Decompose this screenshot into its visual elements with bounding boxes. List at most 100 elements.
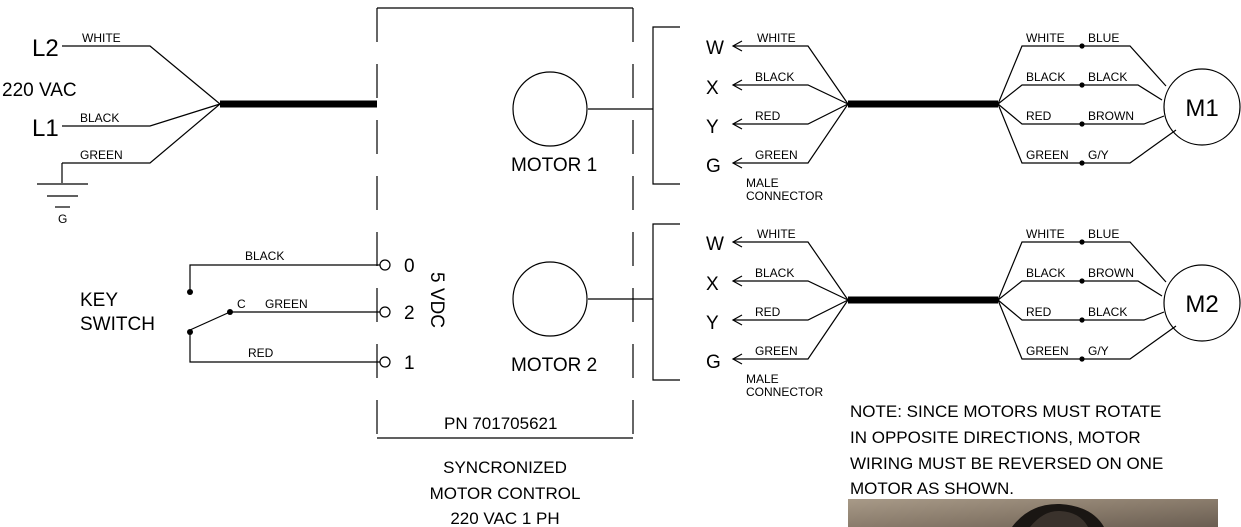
supply-wire-black	[62, 103, 221, 127]
connector2-pin-y: Y	[706, 313, 719, 334]
controller-caption-line1: SYNCRONIZED	[443, 458, 567, 477]
m1-cable-color-2: BLACK	[1026, 70, 1065, 84]
photo-motor-detail	[1030, 510, 1088, 527]
connector1-wire-green-label: GREEN	[755, 148, 798, 162]
m1-wire-black	[997, 84, 1082, 105]
m1-lead-gy	[1082, 129, 1177, 164]
m1-motor-circle	[1163, 68, 1241, 146]
m1-cable-color-4: GREEN	[1026, 148, 1069, 162]
motor2-output-circle	[512, 261, 588, 337]
connector1-wire-white	[733, 45, 849, 105]
key-switch-contact-lower	[187, 329, 193, 335]
m1-lead-blue	[1082, 45, 1167, 87]
m1-cable-color-3: RED	[1026, 109, 1052, 123]
motor-m1: WHITE BLACK RED GREEN BLUE BLACK BROWN G…	[997, 31, 1241, 166]
connector1-bracket	[652, 26, 680, 185]
key-switch-contact-upper	[187, 289, 193, 295]
connector-1: W X Y G WHITE BLACK RED GREEN MALE CONNE…	[588, 26, 998, 203]
connector2-wire-white-label: WHITE	[757, 227, 796, 241]
terminal-1-label: 1	[404, 353, 415, 374]
ground-label: G	[58, 212, 67, 226]
connector2-wire-white	[733, 241, 849, 301]
m2-wire-black	[997, 280, 1082, 301]
connector2-wire-green-label: GREEN	[755, 344, 798, 358]
l2-label: L2	[32, 35, 59, 62]
m1-motor-color-3: BROWN	[1088, 109, 1134, 123]
controller-caption-line3: 220 VAC 1 PH	[450, 509, 559, 527]
m2-lead-black	[1082, 311, 1165, 321]
connector2-bracket	[652, 223, 680, 381]
connector1-pin-y: Y	[706, 117, 719, 138]
motor1-output-label: MOTOR 1	[511, 155, 597, 176]
m2-lead-gy	[1082, 325, 1177, 360]
wiring-note: NOTE: SINCE MOTORS MUST ROTATE IN OPPOSI…	[850, 402, 1163, 498]
connector2-label-line2: CONNECTOR	[746, 385, 823, 399]
vdc-label: 5 VDC	[426, 272, 447, 328]
m2-wire-red	[997, 299, 1082, 321]
m2-wire-green	[997, 299, 1082, 360]
connector2-pin-g: G	[706, 352, 721, 373]
motor-photo	[848, 499, 1218, 527]
key-switch-blade	[189, 311, 231, 331]
note-line2: IN OPPOSITE DIRECTIONS, MOTOR	[850, 428, 1141, 447]
terminal-2-label: 2	[404, 303, 415, 324]
m1-motor-color-1: BLUE	[1088, 31, 1119, 45]
connector2-wire-red	[733, 299, 849, 321]
key-switch: KEY SWITCH C BLACK GREEN RED 0 2 1 5 VDC	[80, 249, 447, 374]
connector1-wire-white-label: WHITE	[757, 31, 796, 45]
supply-wire-white-label: WHITE	[82, 31, 121, 45]
terminal-1	[379, 356, 391, 368]
connector2-wire-black	[733, 280, 849, 301]
connector1-wire-black-label: BLACK	[755, 70, 794, 84]
terminal-0	[379, 259, 391, 271]
connector2-wire-red-label: RED	[755, 305, 781, 319]
note-line4: MOTOR AS SHOWN.	[850, 479, 1014, 498]
m2-cable-color-2: BLACK	[1026, 266, 1065, 280]
m1-wire-white	[997, 45, 1082, 105]
key-switch-wire-red-label: RED	[248, 346, 274, 360]
m2-motor-color-4: G/Y	[1088, 344, 1109, 358]
supply-wire-green-label: GREEN	[80, 148, 123, 162]
motor2-output-label: MOTOR 2	[511, 355, 597, 376]
m2-lead-blue	[1082, 241, 1167, 283]
m2-cable-color-3: RED	[1026, 305, 1052, 319]
controller-box: MOTOR 1 MOTOR 2 PN 701705621 SYNCRONIZED…	[376, 7, 634, 527]
supply-wire-green	[62, 103, 221, 164]
m1-lead-brown	[1082, 115, 1165, 125]
m2-motor-label: M2	[1185, 291, 1218, 318]
connector1-wire-red	[733, 103, 849, 125]
l1-label: L1	[32, 115, 59, 142]
m1-motor-color-4: G/Y	[1088, 148, 1109, 162]
connector1-wire-black	[733, 84, 849, 105]
note-line3: WIRING MUST BE REVERSED ON ONE	[850, 454, 1163, 473]
m1-wire-red	[997, 103, 1082, 125]
note-line1: NOTE: SINCE MOTORS MUST ROTATE	[850, 402, 1161, 421]
key-switch-lead-black	[189, 264, 380, 292]
part-number: PN 701705621	[444, 414, 557, 433]
m2-lead-brown	[1082, 280, 1163, 297]
terminal-2	[379, 306, 391, 318]
m2-wire-white	[997, 241, 1082, 301]
connector2-pin-w: W	[706, 234, 724, 255]
connector-2: W X Y G WHITE BLACK RED GREEN MALE CONNE…	[588, 223, 998, 399]
key-switch-lead-red	[189, 332, 380, 363]
m1-motor-color-2: BLACK	[1088, 70, 1127, 84]
connector2-label-line1: MALE	[746, 372, 779, 386]
connector1-wire-green	[733, 103, 849, 164]
motor-m2: WHITE BLACK RED GREEN BLUE BROWN BLACK G…	[997, 227, 1241, 362]
connector1-pin-g: G	[706, 156, 721, 177]
m1-lead-black	[1082, 84, 1163, 101]
key-switch-wire-green-label: GREEN	[265, 297, 308, 311]
m1-cable-color-1: WHITE	[1026, 31, 1065, 45]
key-switch-common-label: C	[237, 297, 246, 311]
m2-cable-color-4: GREEN	[1026, 344, 1069, 358]
m1-wire-green	[997, 103, 1082, 164]
m1-motor-label: M1	[1185, 95, 1218, 122]
m2-motor-color-2: BROWN	[1088, 266, 1134, 280]
connector1-label-line1: MALE	[746, 176, 779, 190]
key-switch-label-line2: SWITCH	[80, 314, 155, 335]
power-supply: L2 L1 220 VAC WHITE BLACK GREEN G	[2, 31, 377, 226]
m2-motor-color-1: BLUE	[1088, 227, 1119, 241]
terminal-0-label: 0	[404, 256, 415, 277]
